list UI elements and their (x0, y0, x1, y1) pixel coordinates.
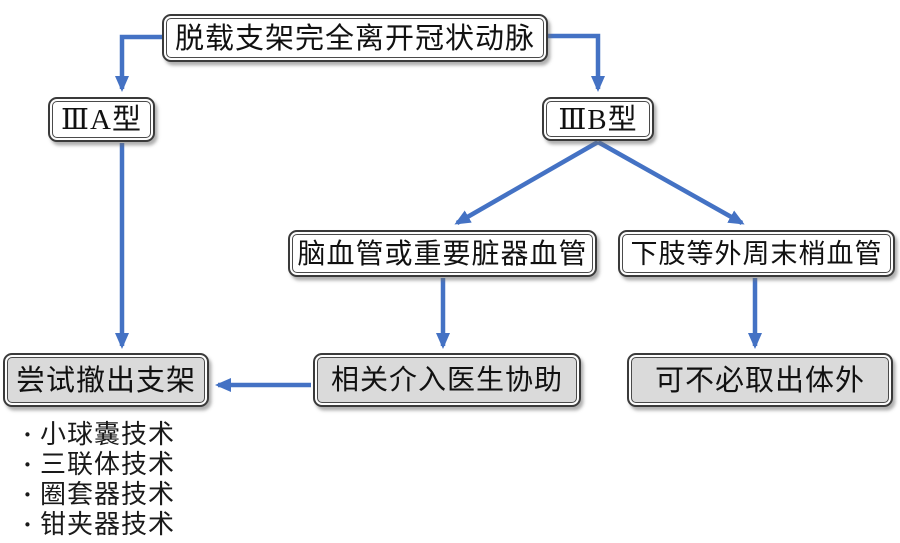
node-interventional-help-label: 相关介入医生协助 (330, 365, 563, 396)
technique-label: 三联体技术 (40, 450, 176, 479)
node-type-3a: ⅢA型 (48, 97, 155, 142)
node-peripheral-vessels-label: 下肢等外周末梢血管 (630, 239, 883, 269)
node-type-3b: ⅢB型 (542, 97, 654, 141)
bullet-icon: · (23, 480, 33, 509)
technique-label: 钳夹器技术 (40, 510, 176, 539)
node-stent-detached-label: 脱载支架完全离开冠状动脉 (174, 22, 535, 55)
node-cerebral-vessels: 脑血管或重要脏器血管 (288, 230, 597, 277)
list-item: ·小球囊技术 (16, 420, 175, 450)
node-leave-in-body-label: 可不必取出体外 (654, 364, 865, 397)
list-item: ·钳夹器技术 (16, 510, 175, 540)
node-type-3b-label: ⅢB型 (558, 103, 638, 136)
list-item: ·圈套器技术 (16, 480, 175, 510)
node-leave-in-body: 可不必取出体外 (627, 353, 893, 407)
node-interventional-help: 相关介入医生协助 (313, 353, 581, 407)
technique-list: ·小球囊技术 ·三联体技术 ·圈套器技术 ·钳夹器技术 (16, 420, 175, 540)
node-cerebral-vessels-label: 脑血管或重要脏器血管 (297, 238, 588, 270)
node-peripheral-vessels: 下肢等外周末梢血管 (618, 230, 895, 277)
bullet-icon: · (23, 510, 33, 539)
node-type-3a-label: ⅢA型 (61, 104, 142, 136)
list-item: ·三联体技术 (16, 450, 175, 480)
arrow-root-to-3b (548, 33, 605, 92)
technique-label: 小球囊技术 (40, 420, 176, 449)
bullet-icon: · (23, 450, 33, 479)
technique-label: 圈套器技术 (40, 480, 176, 509)
node-stent-detached: 脱载支架完全离开冠状动脉 (162, 14, 548, 62)
bullet-icon: · (23, 420, 33, 449)
arrow-3b-to-cerebral (454, 140, 600, 225)
node-attempt-removal-label: 尝试撤出支架 (15, 364, 196, 397)
arrow-3b-to-peripheral (596, 140, 745, 225)
node-attempt-removal: 尝试撤出支架 (3, 353, 209, 407)
arrow-root-to-3a (115, 34, 162, 92)
